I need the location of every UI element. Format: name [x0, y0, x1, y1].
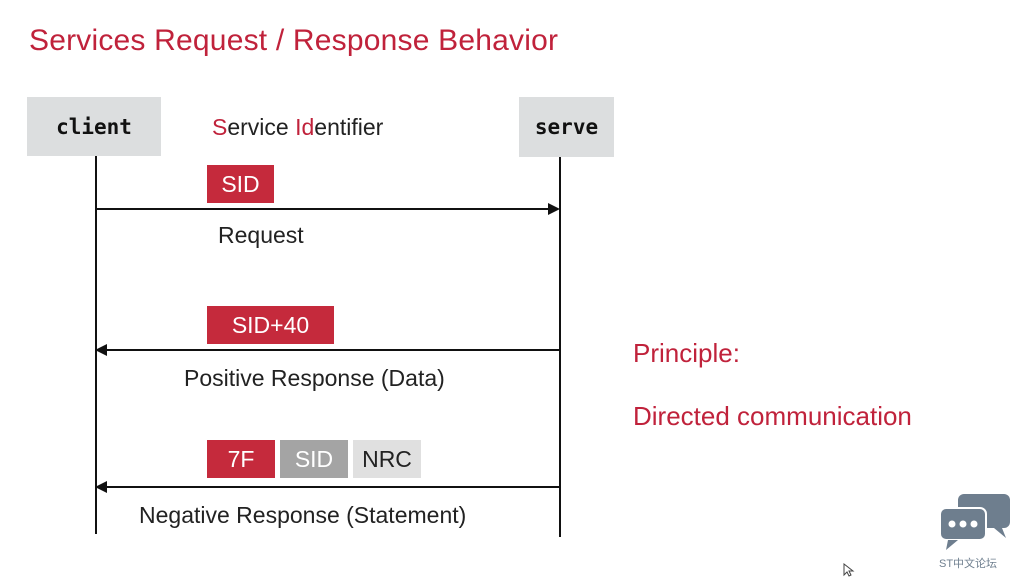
watermark-text: ST中文论坛	[939, 558, 998, 570]
request-label: Request	[218, 222, 304, 248]
client-actor-box: client	[27, 97, 161, 156]
caption-highlight-id: Id	[295, 114, 315, 140]
server-label: serve	[534, 115, 599, 139]
server-actor-box: serve	[519, 97, 614, 157]
slide: Services Request / Response Behavior cli…	[27, 24, 912, 537]
negative-response-arrow	[107, 486, 559, 488]
negative-arrowhead-icon	[95, 481, 107, 493]
caption-text-1: ervice	[227, 114, 296, 140]
mouse-cursor-icon	[843, 563, 855, 577]
caption-highlight-s: S	[212, 114, 228, 140]
positive-response-arrow	[107, 349, 559, 351]
request-sid-chip: SID	[207, 165, 274, 203]
caption-text-2: entifier	[314, 114, 384, 140]
request-arrowhead-icon	[548, 203, 560, 215]
slide-title: Services Request / Response Behavior	[29, 24, 559, 57]
positive-sid40-chip: SID+40	[207, 306, 334, 344]
negative-nrc-chip: NRC	[353, 440, 421, 478]
principle-text: Directed communication	[633, 401, 912, 431]
negative-sid-chip: SID	[280, 440, 348, 478]
chat-bubbles-icon	[939, 494, 1010, 550]
client-label: client	[56, 114, 132, 139]
right-gutter	[966, 0, 1018, 577]
server-lifeline	[559, 157, 561, 537]
request-arrow	[96, 208, 548, 210]
principle-heading: Principle:	[633, 338, 740, 368]
negative-7f-chip: 7F	[207, 440, 275, 478]
positive-response-label: Positive Response (Data)	[184, 365, 445, 391]
negative-response-label: Negative Response (Statement)	[139, 502, 467, 528]
service-identifier-caption: Service Identifier	[212, 114, 383, 141]
positive-arrowhead-icon	[95, 344, 107, 356]
